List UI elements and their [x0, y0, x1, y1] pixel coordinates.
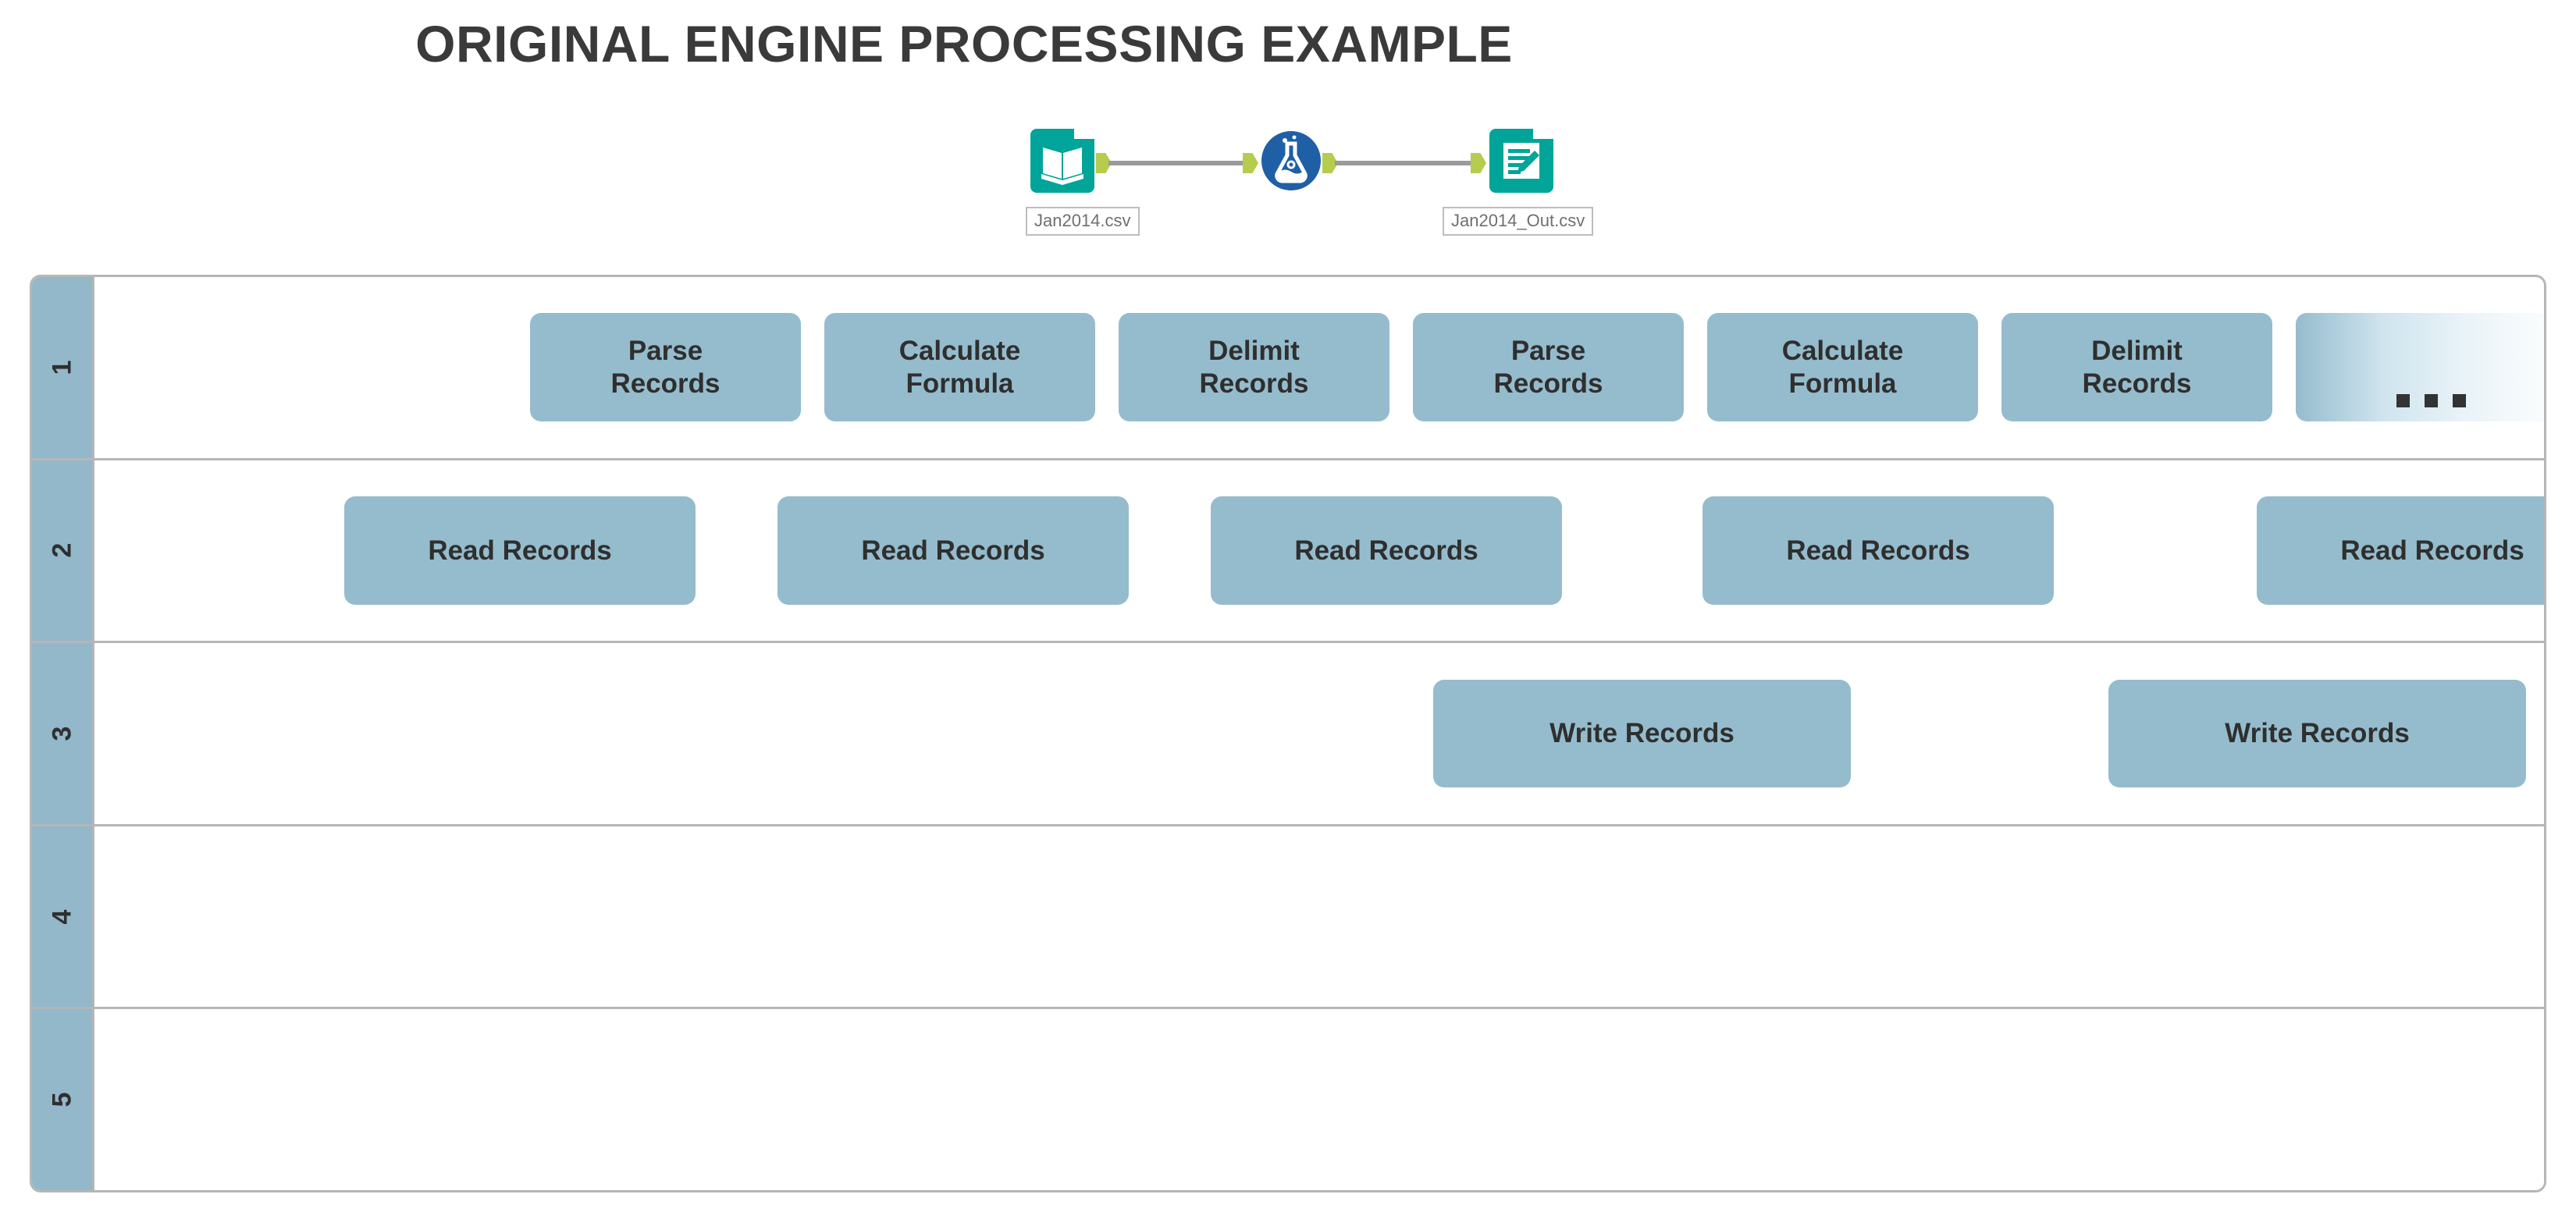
task-box[interactable]: Parse Records — [530, 313, 801, 422]
connector-formula-to-output — [1335, 161, 1477, 165]
workflow-node-output[interactable] — [1489, 129, 1553, 193]
task-box[interactable]: Delimit Records — [2001, 313, 2272, 422]
row-header-label: 1 — [47, 360, 77, 375]
row-body-3: Write Records Write Records — [94, 643, 2544, 824]
row-header-3: 3 — [32, 643, 94, 824]
task-box[interactable]: Delimit Records — [1119, 313, 1389, 422]
row-header-label: 4 — [47, 909, 77, 925]
output-data-document-icon — [1489, 129, 1553, 193]
grid-row: 4 — [32, 826, 2544, 1010]
connector-input-to-formula — [1108, 161, 1249, 165]
task-box[interactable]: Calculate Formula — [1707, 313, 1978, 422]
book-glyph — [1041, 148, 1083, 185]
formula-flask-icon — [1261, 131, 1321, 190]
grid-row: 3 Write Records Write Records — [32, 643, 2544, 826]
task-box[interactable]: Write Records — [1433, 679, 1851, 788]
output-anchor-input[interactable] — [1096, 153, 1112, 173]
input-data-book-icon — [1030, 129, 1094, 193]
input-anchor-formula[interactable] — [1243, 153, 1258, 173]
row-body-5 — [94, 1009, 2544, 1190]
row-header-label: 5 — [47, 1092, 77, 1107]
row-header-4: 4 — [32, 826, 94, 1008]
input-anchor-output[interactable] — [1471, 153, 1486, 173]
workflow-diagram: Jan2014.csv — [1026, 129, 1594, 246]
output-file-label: Jan2014_Out.csv — [1443, 207, 1594, 236]
workflow-node-formula[interactable] — [1261, 131, 1325, 195]
task-box[interactable]: Parse Records — [1413, 313, 1684, 422]
row-header-label: 2 — [47, 542, 77, 558]
flask-glyph — [1275, 135, 1308, 183]
row-body-4 — [94, 826, 2544, 1008]
output-anchor-formula[interactable] — [1322, 153, 1338, 173]
ellipsis-icon — [2396, 394, 2466, 408]
row-body-2: Read Records Read Records Read Records Read… — [94, 460, 2544, 642]
row-header-5: 5 — [32, 1009, 94, 1190]
task-box[interactable]: Read Records — [344, 496, 696, 605]
row-header-2: 2 — [32, 460, 94, 642]
row-header-label: 3 — [47, 726, 77, 741]
task-box-ellipsis[interactable] — [2296, 313, 2544, 422]
row-header-1: 1 — [32, 277, 94, 458]
workflow-node-input[interactable] — [1030, 129, 1094, 193]
document-pencil-glyph — [1503, 143, 1539, 179]
task-box[interactable]: Calculate Formula — [824, 313, 1095, 422]
task-box[interactable]: Read Records — [777, 496, 1129, 605]
task-box[interactable]: Read Records — [1211, 496, 1562, 605]
task-box[interactable]: Read Records — [1703, 496, 2054, 605]
task-box[interactable]: Write Records — [2108, 679, 2526, 788]
input-file-label: Jan2014.csv — [1026, 207, 1140, 236]
task-box[interactable]: Read Records — [2257, 496, 2544, 605]
page-title: ORIGINAL ENGINE PROCESSING EXAMPLE — [415, 15, 1513, 73]
grid-row: 5 — [32, 1009, 2544, 1190]
